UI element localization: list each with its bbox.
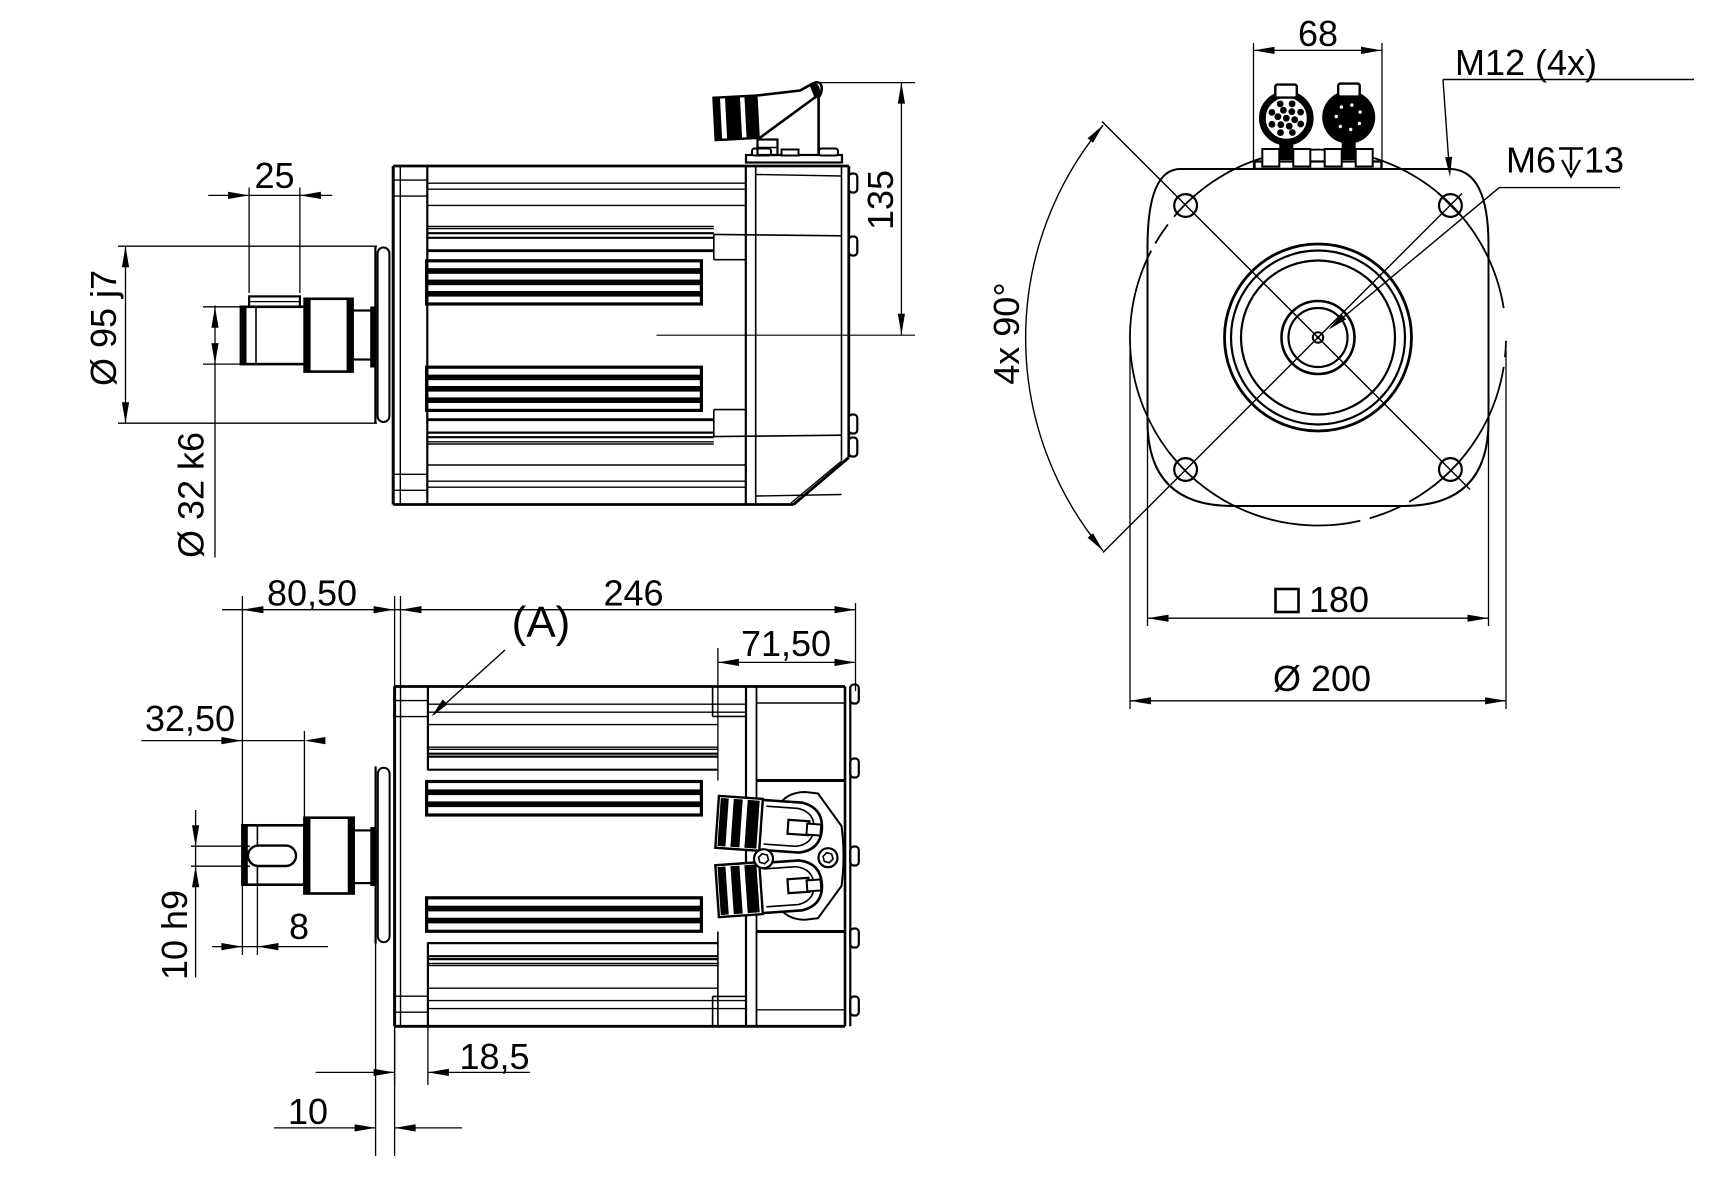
svg-text:4x 90°: 4x 90° — [986, 282, 1027, 384]
svg-text:25: 25 — [254, 155, 294, 196]
svg-text:13: 13 — [1584, 140, 1624, 181]
svg-text:8: 8 — [289, 906, 309, 947]
svg-text:180: 180 — [1309, 579, 1369, 620]
svg-text:18,5: 18,5 — [459, 1036, 529, 1077]
svg-text:Ø 95 j7: Ø 95 j7 — [83, 270, 124, 386]
svg-text:10: 10 — [288, 1091, 328, 1132]
svg-text:71,50: 71,50 — [741, 623, 831, 664]
svg-text:10 h9: 10 h9 — [154, 890, 195, 980]
svg-text:Ø 200: Ø 200 — [1273, 658, 1371, 699]
svg-text:Ø 32 k6: Ø 32 k6 — [171, 432, 212, 558]
svg-text:68: 68 — [1298, 13, 1338, 54]
svg-text:M6: M6 — [1506, 140, 1556, 181]
svg-text:(A): (A) — [512, 598, 571, 647]
svg-text:M12 (4x): M12 (4x) — [1455, 42, 1597, 83]
svg-text:80,50: 80,50 — [267, 573, 357, 614]
svg-text:246: 246 — [603, 573, 663, 614]
svg-text:135: 135 — [860, 170, 901, 230]
svg-text:32,50: 32,50 — [145, 698, 235, 739]
